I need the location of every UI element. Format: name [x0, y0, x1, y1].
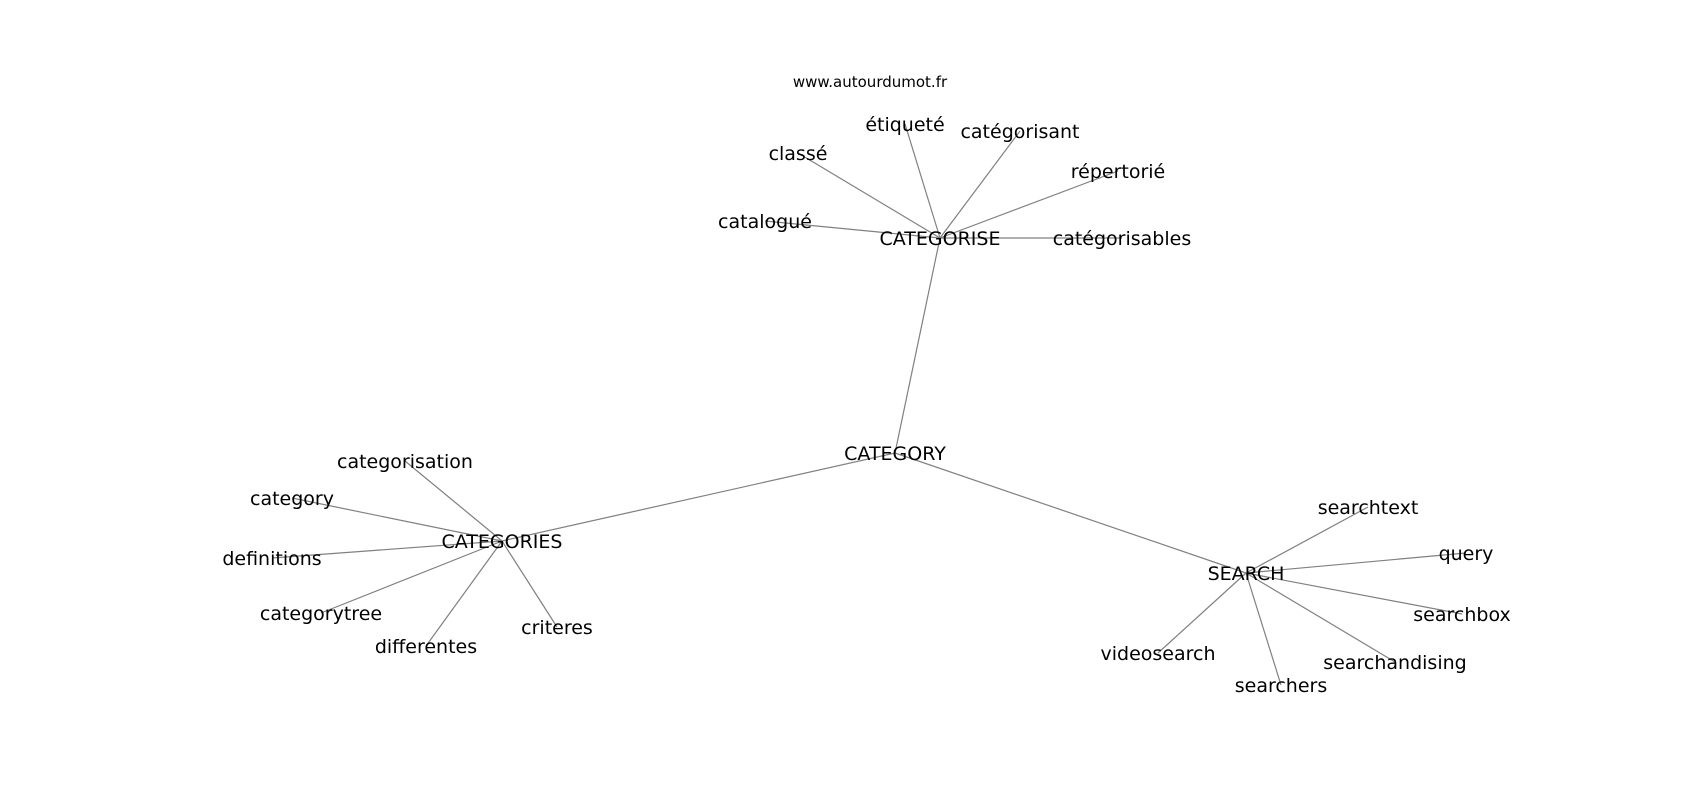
edge-search-to-searchbox	[1245, 572, 1463, 615]
node-leaf-searchers: searchers	[1235, 675, 1328, 697]
node-leaf-category: category	[250, 488, 334, 510]
edge-search-to-query	[1245, 552, 1467, 574]
node-leaf-categorytree: categorytree	[260, 603, 382, 625]
edge-search-to-searchtext	[1245, 506, 1369, 574]
edge-categories-to-category	[291, 497, 503, 542]
node-leaf-categorisables: catégorisables	[1053, 228, 1191, 250]
node-leaf-searchbox: searchbox	[1413, 604, 1510, 626]
edge-center-to-categories	[501, 452, 896, 542]
node-center: CATEGORY	[844, 443, 946, 465]
node-leaf-differentes: differentes	[375, 636, 477, 658]
node-leaf-etiquete: étiqueté	[865, 114, 944, 136]
node-hub-categorise: CATEGORISE	[880, 228, 1001, 250]
edge-search-to-searchandising	[1245, 572, 1396, 663]
node-leaf-classe: classé	[769, 143, 828, 165]
node-leaf-categorisation: categorisation	[337, 451, 473, 473]
edge-categories-to-definitions	[271, 540, 503, 559]
edge-categories-to-categorisation	[404, 460, 503, 542]
node-leaf-catalogue: catalogué	[718, 211, 812, 233]
node-hub-categories: CATEGORIES	[442, 531, 563, 553]
node-leaf-definitions: definitions	[222, 548, 321, 570]
edge-categorise-to-repertorie	[939, 170, 1119, 239]
edge-center-to-categorise	[894, 237, 941, 454]
site-credit: www.autourdumot.fr	[793, 73, 948, 91]
edge-categorise-to-catalogue	[764, 220, 941, 239]
node-leaf-categorisant: catégorisant	[960, 121, 1079, 143]
node-leaf-searchtext: searchtext	[1318, 497, 1419, 519]
edge-search-to-searchers	[1245, 572, 1282, 686]
graph-nodes: CATEGORY CATEGORISE classé étiqueté catégori…	[222, 114, 1510, 697]
edge-categorise-to-etiquete	[904, 123, 941, 239]
node-leaf-criteres: criteres	[521, 617, 593, 639]
node-leaf-videosearch: videosearch	[1100, 643, 1215, 665]
edge-categories-to-categorytree	[320, 540, 503, 614]
node-leaf-query: query	[1439, 543, 1494, 565]
graph-edges	[271, 123, 1467, 686]
edge-categorise-to-classe	[797, 152, 941, 239]
edge-center-to-search	[894, 452, 1247, 574]
edge-categorise-to-categorisant	[939, 130, 1021, 239]
node-leaf-searchandising: searchandising	[1323, 652, 1466, 674]
edge-categories-to-criteres	[501, 540, 558, 628]
node-leaf-repertorie: répertorié	[1071, 161, 1166, 183]
edge-search-to-videosearch	[1157, 572, 1247, 654]
edge-categories-to-differentes	[425, 540, 503, 647]
node-hub-search: SEARCH	[1208, 563, 1285, 585]
